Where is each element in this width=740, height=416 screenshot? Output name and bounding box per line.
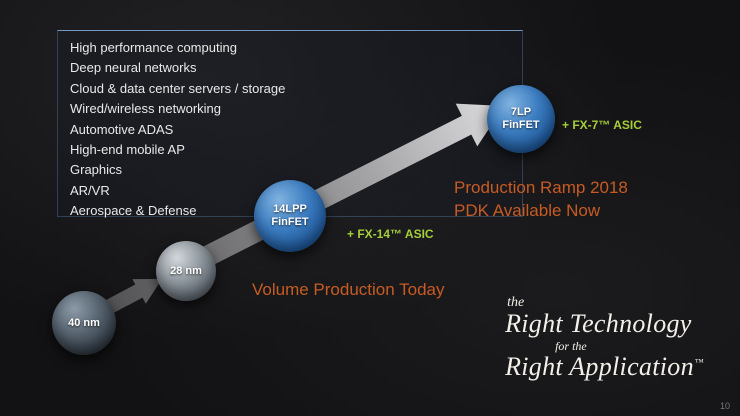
- node-label: FinFET: [502, 119, 540, 131]
- tagline-for-the: for the: [555, 339, 587, 353]
- fx14-asic-label: + FX-14™ ASIC: [347, 227, 434, 241]
- node-label: 7LP: [510, 106, 532, 118]
- node-label: 40 nm: [68, 316, 100, 329]
- page-number: 10: [719, 401, 730, 411]
- application-item: Graphics: [70, 162, 123, 178]
- volume-production-callout: Volume Production Today: [252, 280, 445, 299]
- application-item: AR/VR: [70, 182, 110, 198]
- application-item: High-end mobile AP: [70, 142, 185, 158]
- production-ramp-line1: Production Ramp 2018: [454, 178, 628, 197]
- application-item: Automotive ADAS: [70, 121, 174, 137]
- node-14lpp-finfet: 14LPP FinFET: [254, 180, 326, 252]
- brand-tagline: the Right Technology for the Right Appli…: [505, 296, 704, 380]
- applications-list: High performance computing Deep neural n…: [70, 38, 510, 222]
- production-ramp-callout: Production Ramp 2018 PDK Available Now: [454, 176, 628, 222]
- fx7-asic-label: + FX-7™ ASIC: [562, 118, 642, 132]
- application-item: High performance computing: [70, 40, 237, 55]
- node-label: 28 nm: [170, 264, 202, 277]
- application-item: Wired/wireless networking: [70, 101, 221, 117]
- tagline-the: the: [507, 295, 525, 310]
- node-label: FinFET: [271, 216, 309, 228]
- production-ramp-line2: PDK Available Now: [454, 201, 601, 220]
- application-item: Aerospace & Defense: [70, 203, 197, 219]
- application-item: Deep neural networks: [70, 60, 197, 76]
- tagline-line2-text: Right Application: [505, 352, 694, 381]
- trademark-symbol: ™: [694, 357, 704, 368]
- node-28nm: 28 nm: [156, 241, 216, 301]
- tagline-line1: Right Technology: [505, 309, 692, 338]
- application-item: Cloud & data center servers / storage: [70, 80, 286, 96]
- tagline-line2: Right Application™: [505, 354, 704, 380]
- node-label: 14LPP: [273, 203, 307, 215]
- node-7lp-finfet: 7LP FinFET: [487, 85, 555, 153]
- node-40nm: 40 nm: [52, 291, 116, 355]
